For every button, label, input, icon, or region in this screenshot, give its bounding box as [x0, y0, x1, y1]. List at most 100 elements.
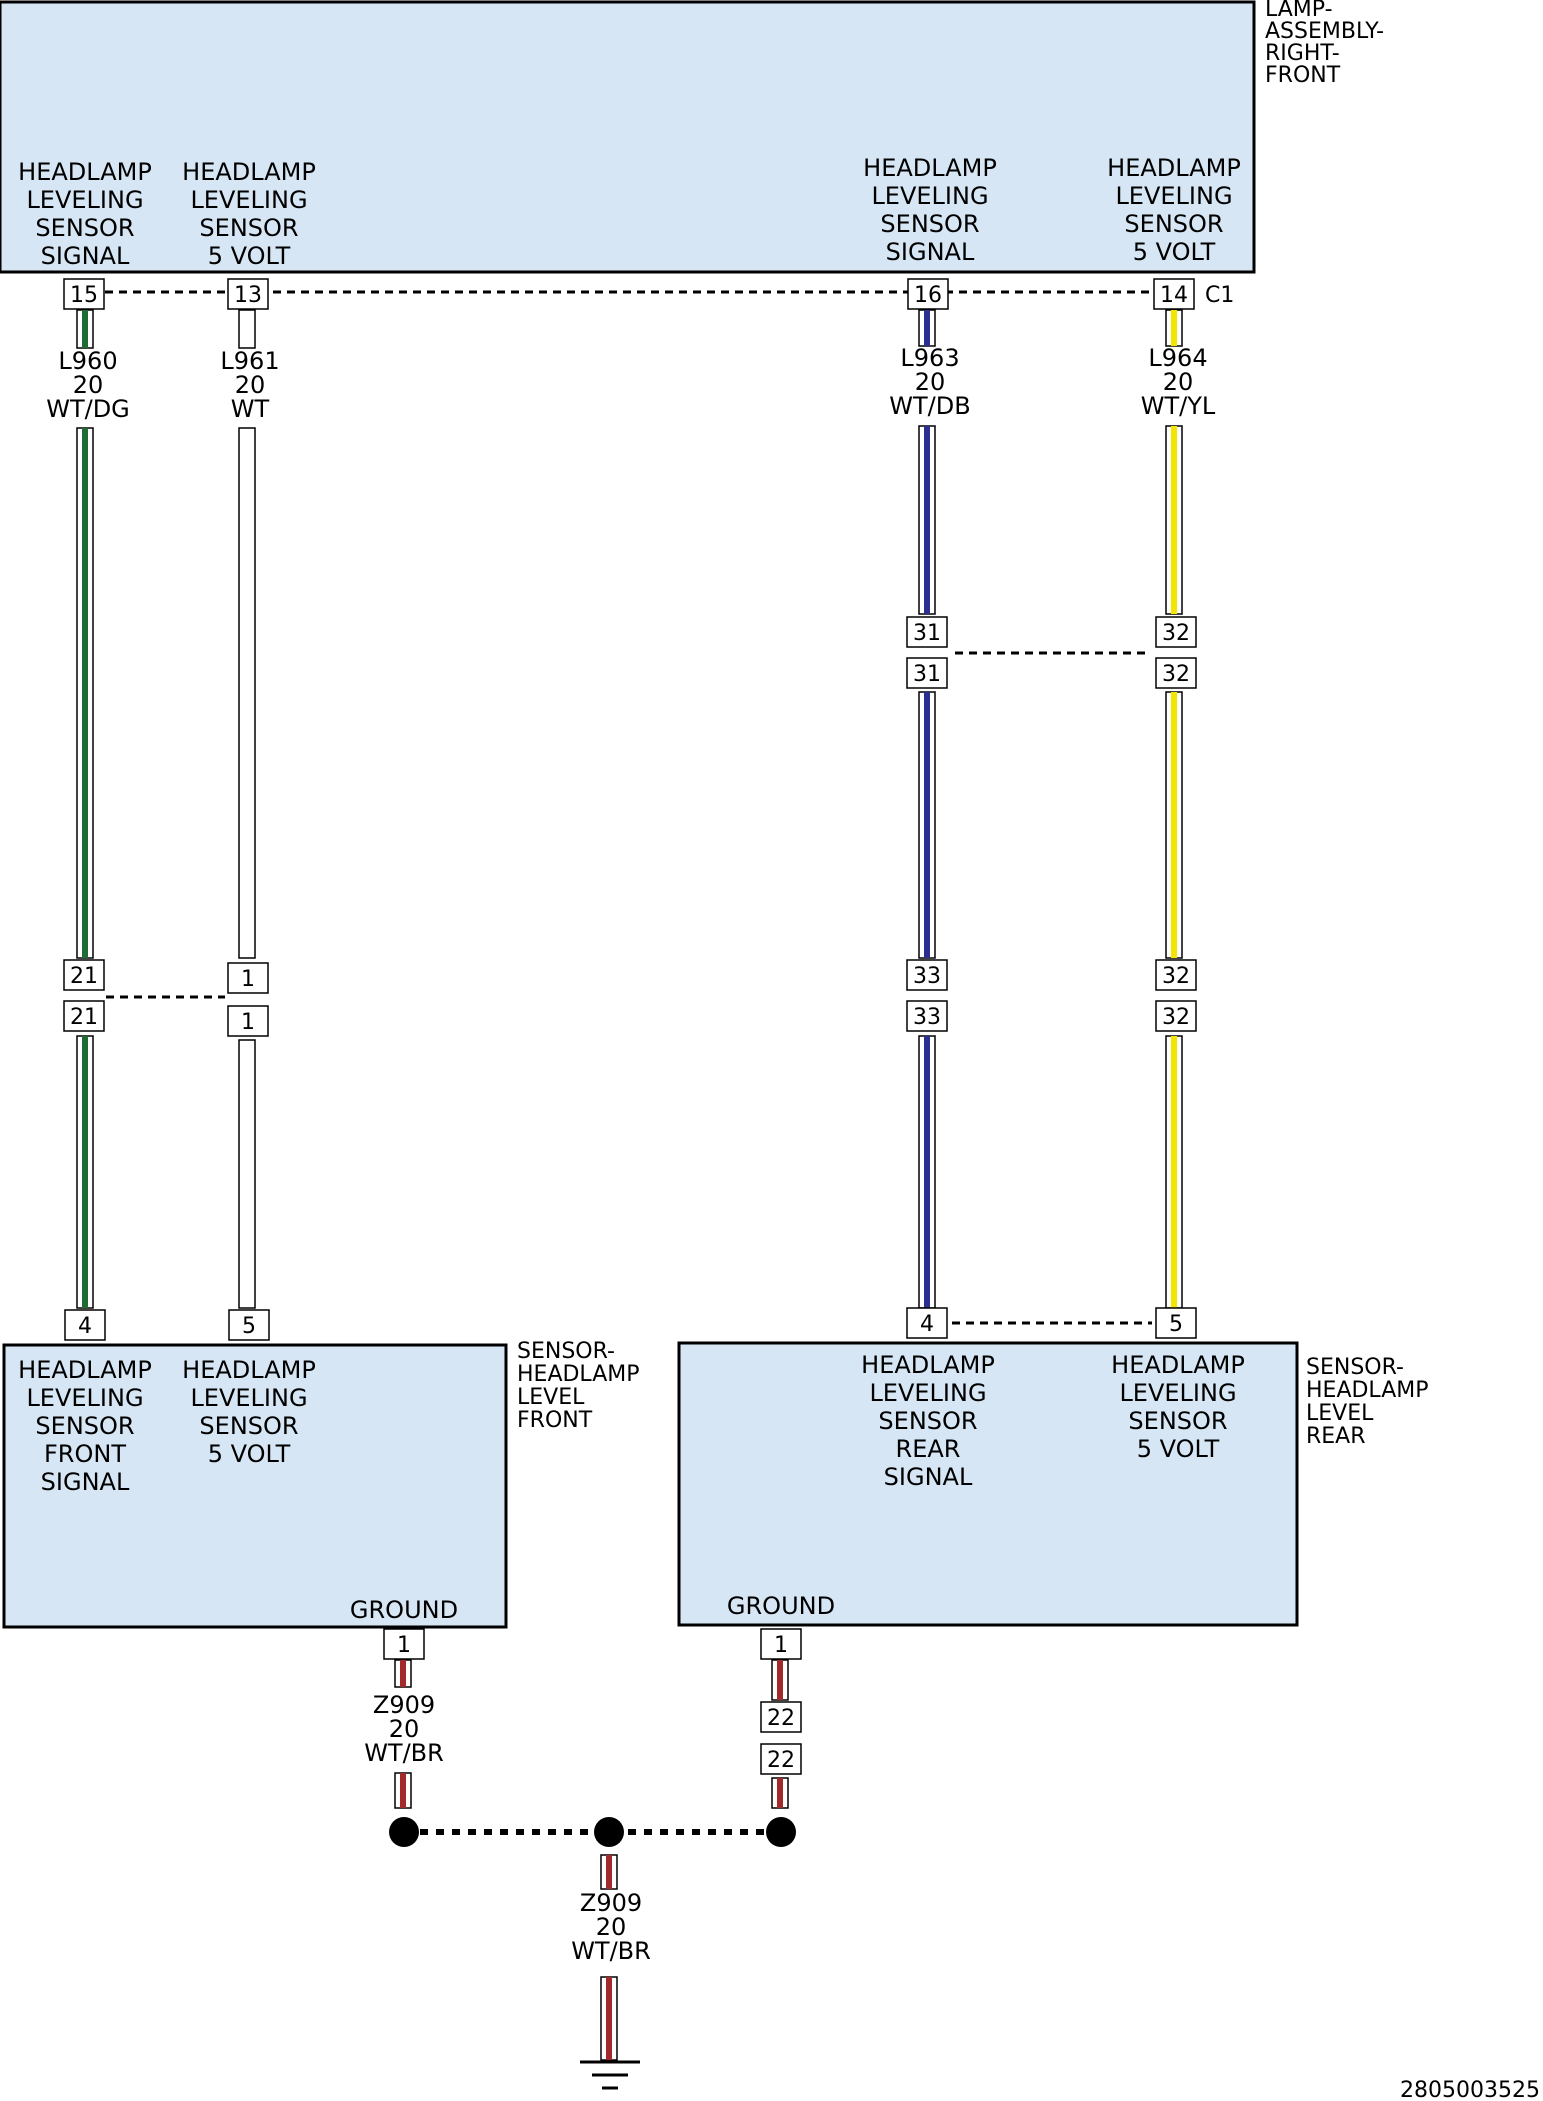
- svg-text:SIGNAL: SIGNAL: [41, 242, 130, 270]
- svg-text:HEADLAMP: HEADLAMP: [182, 158, 316, 186]
- lamp-pin-label-16: HEADLAMP LEVELING SENSOR SIGNAL: [863, 154, 997, 266]
- sensor-rear-box: [677, 1341, 1299, 1627]
- inline-pin-32b-top: 32: [1155, 959, 1197, 991]
- svg-text:15: 15: [70, 283, 98, 308]
- svg-text:WT/BR: WT/BR: [571, 1937, 651, 1965]
- sensor-front-pin-4: 4: [64, 1309, 106, 1341]
- svg-text:HEADLAMP: HEADLAMP: [1111, 1351, 1245, 1379]
- sensor-front-box: [2, 1343, 508, 1629]
- svg-text:SENSOR: SENSOR: [35, 1412, 134, 1440]
- svg-text:SENSOR: SENSOR: [199, 214, 298, 242]
- wire-label-l961: L961 20 WT: [220, 347, 279, 423]
- svg-text:WT: WT: [231, 395, 270, 423]
- ground-wire-front: [394, 1659, 412, 1809]
- svg-text:SENSOR: SENSOR: [1128, 1407, 1227, 1435]
- svg-text:WT/DB: WT/DB: [889, 392, 970, 420]
- svg-text:SENSOR-: SENSOR-: [1306, 1355, 1404, 1380]
- lamp-pin-label-14: HEADLAMP LEVELING SENSOR 5 VOLT: [1107, 154, 1241, 266]
- svg-text:L961: L961: [220, 347, 279, 375]
- svg-text:SENSOR: SENSOR: [878, 1407, 977, 1435]
- svg-text:1: 1: [774, 1633, 788, 1658]
- svg-text:33: 33: [913, 964, 941, 989]
- svg-text:REAR: REAR: [896, 1435, 961, 1463]
- pin-16: 16: [907, 278, 949, 310]
- svg-text:LEVELING: LEVELING: [1119, 1379, 1236, 1407]
- svg-text:SENSOR: SENSOR: [880, 210, 979, 238]
- svg-text:13: 13: [234, 283, 262, 308]
- svg-text:20: 20: [915, 368, 946, 396]
- svg-text:HEADLAMP: HEADLAMP: [517, 1362, 640, 1387]
- svg-text:LEVEL: LEVEL: [1306, 1401, 1374, 1426]
- svg-text:HEADLAMP: HEADLAMP: [18, 158, 152, 186]
- svg-text:LEVELING: LEVELING: [26, 1384, 143, 1412]
- sensor-rear-ground-pin: 1: [760, 1628, 802, 1660]
- svg-text:32: 32: [1162, 1005, 1190, 1030]
- svg-text:SENSOR: SENSOR: [35, 214, 134, 242]
- svg-text:SIGNAL: SIGNAL: [886, 238, 975, 266]
- svg-text:Z909: Z909: [580, 1889, 642, 1917]
- wire-l961: [238, 309, 256, 1309]
- splice-dot-right: [766, 1817, 796, 1847]
- svg-text:SENSOR-: SENSOR-: [517, 1339, 615, 1364]
- svg-text:1: 1: [241, 967, 255, 992]
- svg-text:5 VOLT: 5 VOLT: [1137, 1435, 1220, 1463]
- sensor-front-pin-label-5: HEADLAMP LEVELING SENSOR 5 VOLT: [182, 1356, 316, 1468]
- lamp-pin-label-15: HEADLAMP LEVELING SENSOR SIGNAL: [18, 158, 152, 270]
- inline-pin-1-bottom: 1: [227, 1005, 269, 1037]
- figure-id: 2805003525: [1400, 2078, 1540, 2101]
- svg-text:4: 4: [78, 1314, 92, 1339]
- svg-text:SIGNAL: SIGNAL: [884, 1463, 973, 1491]
- svg-text:32: 32: [1162, 621, 1190, 646]
- svg-text:20: 20: [389, 1715, 420, 1743]
- svg-text:20: 20: [1163, 368, 1194, 396]
- svg-text:WT/BR: WT/BR: [364, 1739, 444, 1767]
- splice-dot-left: [389, 1817, 419, 1847]
- svg-text:LEVEL: LEVEL: [517, 1385, 585, 1410]
- wire-l963: [918, 309, 936, 1309]
- svg-text:14: 14: [1160, 283, 1188, 308]
- svg-text:1: 1: [241, 1010, 255, 1035]
- svg-text:LEVELING: LEVELING: [190, 186, 307, 214]
- inline-pin-33-bottom: 33: [906, 1000, 948, 1032]
- svg-text:WT/YL: WT/YL: [1141, 392, 1216, 420]
- svg-text:32: 32: [1162, 662, 1190, 687]
- svg-text:FRONT: FRONT: [1265, 63, 1341, 88]
- sensor-rear-pin-4: 4: [906, 1307, 948, 1339]
- sensor-front-name: SENSOR- HEADLAMP LEVEL FRONT: [517, 1339, 640, 1433]
- svg-text:LEVELING: LEVELING: [26, 186, 143, 214]
- sensor-rear-name: SENSOR- HEADLAMP LEVEL REAR: [1306, 1355, 1429, 1449]
- svg-text:HEADLAMP: HEADLAMP: [1306, 1378, 1429, 1403]
- svg-text:L960: L960: [58, 347, 117, 375]
- wire-label-l964: L964 20 WT/YL: [1141, 344, 1216, 420]
- sensor-rear-pin-label-5: HEADLAMP LEVELING SENSOR 5 VOLT: [1111, 1351, 1245, 1463]
- svg-text:20: 20: [73, 371, 104, 399]
- splice-dot-center: [594, 1817, 624, 1847]
- svg-text:5: 5: [242, 1314, 256, 1339]
- svg-text:LAMP-: LAMP-: [1265, 0, 1333, 22]
- svg-text:LEVELING: LEVELING: [1115, 182, 1232, 210]
- lamp-assembly-name: LAMP- ASSEMBLY- RIGHT- FRONT: [1265, 0, 1384, 88]
- sensor-rear-pin-5: 5: [1155, 1307, 1197, 1339]
- ground-wire-label-center: Z909 20 WT/BR: [571, 1889, 651, 1965]
- svg-text:HEADLAMP: HEADLAMP: [863, 154, 997, 182]
- svg-text:LEVELING: LEVELING: [190, 1384, 307, 1412]
- inline-pin-31-bottom: 31: [906, 657, 948, 689]
- svg-text:5 VOLT: 5 VOLT: [208, 242, 291, 270]
- svg-text:21: 21: [70, 1005, 98, 1030]
- svg-text:16: 16: [914, 283, 942, 308]
- svg-text:22: 22: [767, 1748, 795, 1773]
- ground-wire-center: [600, 1854, 618, 2061]
- sensor-rear-pin-label-4: HEADLAMP LEVELING SENSOR REAR SIGNAL: [861, 1351, 995, 1491]
- svg-text:33: 33: [913, 1005, 941, 1030]
- svg-text:ASSEMBLY-: ASSEMBLY-: [1265, 19, 1384, 44]
- svg-text:4: 4: [920, 1312, 934, 1337]
- inline-pin-32-top: 32: [1155, 616, 1197, 648]
- svg-text:FRONT: FRONT: [44, 1440, 126, 1468]
- sensor-front-ground-pin: 1: [383, 1628, 425, 1660]
- inline-pin-32b-bottom: 32: [1155, 1000, 1197, 1032]
- svg-text:SENSOR: SENSOR: [1124, 210, 1223, 238]
- svg-text:31: 31: [913, 662, 941, 687]
- svg-text:5: 5: [1169, 1312, 1183, 1337]
- svg-text:L963: L963: [900, 344, 959, 372]
